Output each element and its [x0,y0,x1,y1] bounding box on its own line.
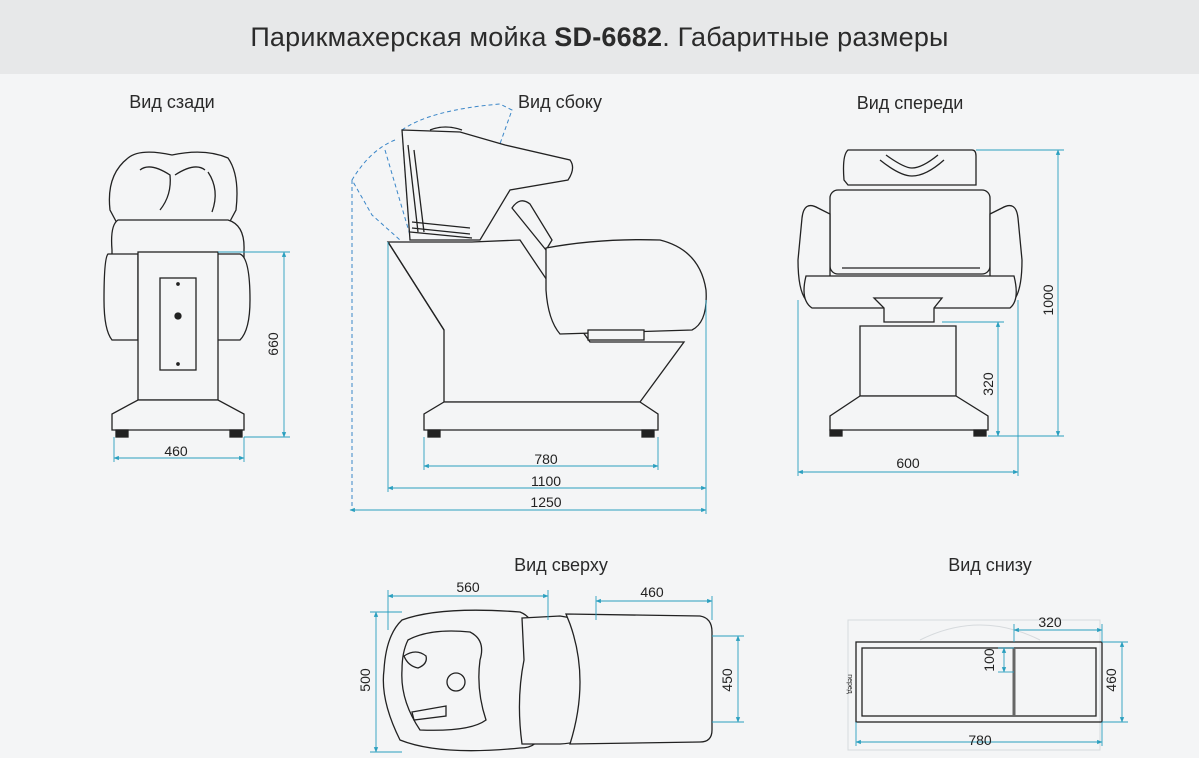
top-view-label: Вид сверху [514,555,608,575]
side-view [386,126,707,438]
dim-side-base: 780 [534,451,558,467]
bottom-view-ghost [847,619,1101,751]
dim-side-total: 1250 [530,494,561,510]
bottom-front-label: перед [846,674,853,693]
rear-view [103,151,251,438]
top-view [382,609,713,752]
page-title: Парикмахерская мойка SD-6682. Габаритные… [0,0,1199,74]
side-seat [545,239,707,335]
dim-front-seat: 320 [980,372,996,396]
front-view [797,149,1023,437]
bottom-frame [855,641,1103,723]
bottom-view-label: Вид снизу [948,555,1032,575]
dim-side-length: 1100 [531,473,561,489]
dim-bottom-depth: 460 [1103,668,1119,692]
title-model: SD-6682 [554,21,663,52]
dim-top-seat-depth: 450 [719,668,735,692]
dim-front-width: 600 [896,455,920,471]
side-view-label: Вид сбоку [518,92,602,112]
dim-top-depth: 500 [357,668,373,692]
title-prefix: Парикмахерская мойка [250,21,547,52]
rear-bowl [108,151,238,226]
dim-top-bowl: 560 [456,579,480,595]
side-bowl [401,129,574,241]
dim-top-seat: 460 [640,584,664,600]
rear-column [137,251,219,401]
dim-bottom-width: 320 [1038,614,1062,630]
rear-view-label: Вид сзади [129,92,215,112]
dim-rear-height: 660 [265,332,281,356]
dim-bottom-offset: 100 [981,648,997,672]
dim-bottom-length: 780 [968,732,992,748]
dim-rear-width: 460 [164,443,188,459]
front-view-label: Вид спереди [856,93,964,113]
title-suffix: . Габаритные размеры [662,21,949,52]
dim-front-height: 1000 [1040,284,1056,315]
dimension-lines [113,149,1128,753]
bottom-view [855,641,1103,723]
dimension-labels: 460 660 780 1100 1250 600 320 1000 560 4… [164,284,1119,748]
